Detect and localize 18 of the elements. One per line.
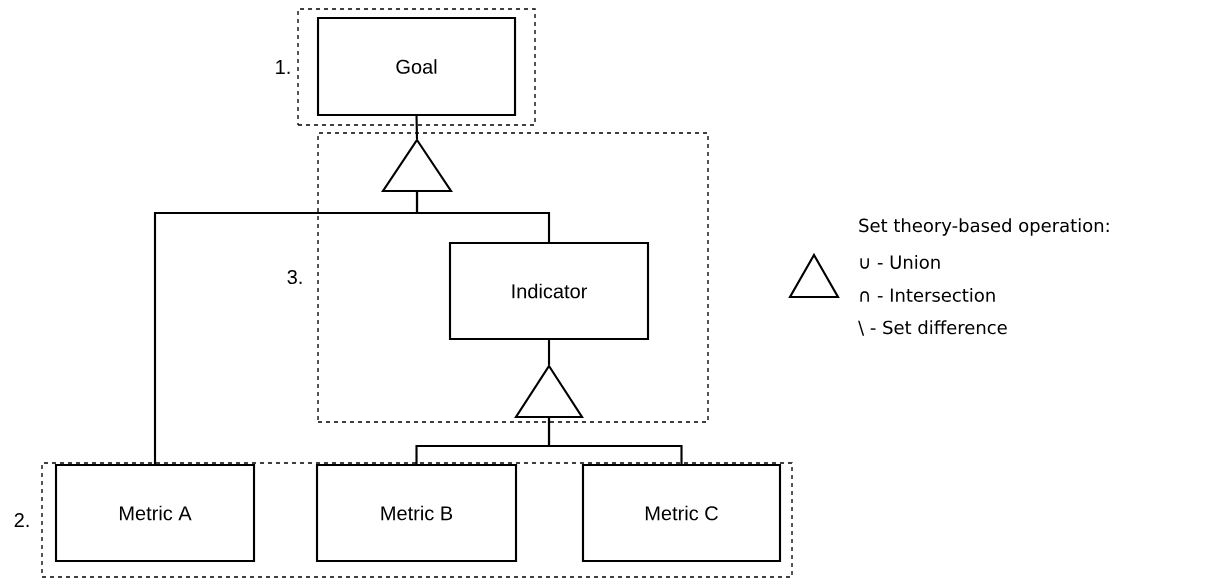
box: Metric A: [54, 463, 256, 563]
connector: [415, 192, 551, 242]
box: Metric C: [581, 463, 782, 563]
connector: [415, 116, 419, 139]
operation-triangle: [514, 364, 584, 419]
legend-text: ∪ - Union: [860, 255, 940, 269]
node-label: 2.: [14, 513, 29, 527]
legend-text: Set theory-based operation:: [859, 218, 1109, 236]
operation-triangle: [381, 138, 453, 193]
node-label: 3.: [287, 269, 302, 285]
box: Goal: [316, 16, 517, 117]
box: Indicator: [448, 241, 650, 341]
node-label: 1.: [276, 60, 290, 74]
connector: [547, 418, 683, 464]
box: Metric B: [315, 463, 518, 563]
connector: [547, 340, 551, 365]
legend-text: ∩ - Intersection: [860, 288, 995, 302]
legend-text: \ - Set difference: [858, 320, 1007, 336]
